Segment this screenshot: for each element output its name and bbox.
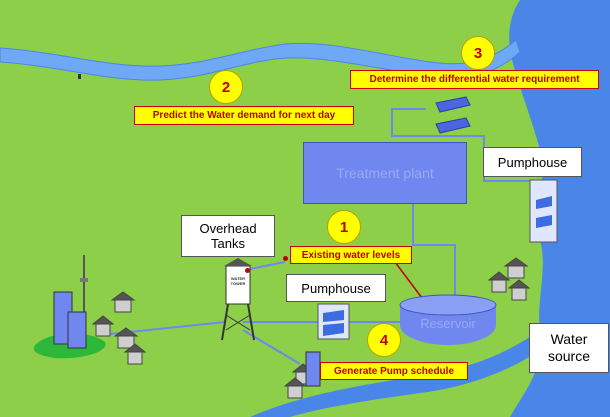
- callout-connector: [394, 261, 426, 303]
- step-3-callout: Determine the differential water require…: [350, 70, 599, 89]
- step-4-callout: Generate Pump schedule: [320, 362, 468, 380]
- reservoir-label: Reservoir: [420, 316, 476, 331]
- step-2-badge: 2: [209, 70, 243, 104]
- step-4-badge: 4: [367, 323, 401, 357]
- building-south: [305, 351, 321, 387]
- treatment-plant: Treatment plant: [303, 142, 467, 204]
- pumphouse-center-label: Pumphouse: [286, 274, 386, 302]
- pumphouse-right-box: [529, 179, 558, 243]
- overhead-tanks-text: Overhead Tanks: [199, 221, 257, 251]
- water-source-text: Water source: [547, 331, 591, 364]
- pumphouse-right-text: Pumphouse: [497, 154, 568, 170]
- step-3-badge: 3: [461, 36, 495, 70]
- lower-river: [250, 330, 548, 417]
- step-1-badge: 1: [327, 210, 361, 244]
- sea: [509, 0, 610, 417]
- houses: [91, 257, 531, 399]
- connector-dot-2: [245, 268, 250, 273]
- connector-dot-1: [283, 256, 288, 261]
- river: [0, 39, 521, 81]
- pumphouse-right-label: Pumphouse: [483, 147, 582, 177]
- marker: [78, 74, 81, 79]
- treatment-plant-label: Treatment plant: [336, 165, 434, 181]
- water-source-label: Water source: [529, 323, 609, 373]
- pumphouse-center-box: [317, 303, 350, 340]
- step-1-callout: Existing water levels: [290, 246, 412, 264]
- tank-icons: [435, 96, 471, 134]
- overhead-tanks-label: Overhead Tanks: [181, 215, 275, 257]
- city: [33, 255, 106, 359]
- step-2-callout: Predict the Water demand for next day: [134, 106, 354, 125]
- reservoir: [399, 294, 497, 345]
- pumphouse-center-text: Pumphouse: [301, 280, 371, 296]
- tower-sign: WATER TOWER: [230, 276, 246, 286]
